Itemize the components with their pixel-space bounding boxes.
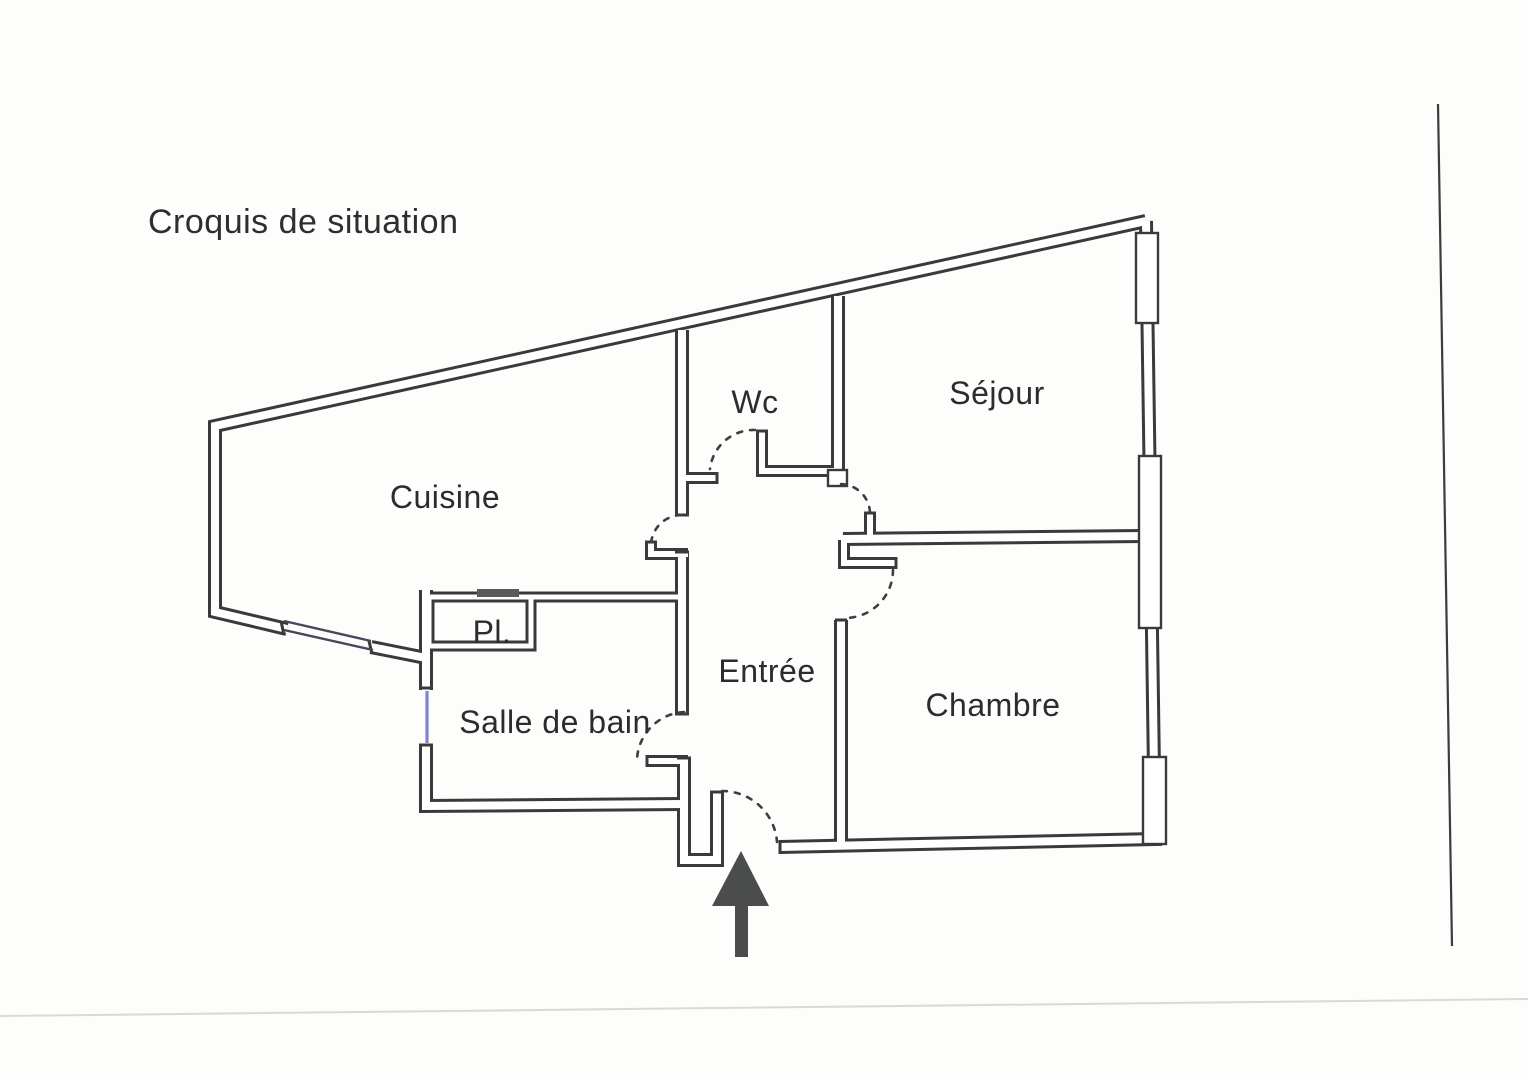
room-label-salle-de-bain: Salle de bain (459, 704, 651, 740)
facade-windows (1134, 231, 1168, 846)
placard-door-mark (477, 589, 519, 597)
cuisine-window (283, 619, 374, 652)
room-label-cuisine: Cuisine (390, 479, 500, 515)
sejour-door-arc (839, 482, 872, 515)
chambre-window (1141, 755, 1168, 846)
sejour-chambre-window (1137, 454, 1163, 630)
door-swing-arcs (635, 428, 895, 844)
wall-foot-block (826, 468, 849, 488)
cuisine-door-arc (649, 513, 683, 546)
paper-edge-shadow-line (0, 998, 1528, 1017)
wall-end-caps (279, 429, 898, 854)
room-label-wc: Wc (731, 384, 778, 420)
wc-door-arc (708, 428, 757, 471)
room-label-chambre: Chambre (925, 687, 1060, 723)
page-title: Croquis de situation (148, 203, 459, 241)
room-labels: Cuisine Wc Séjour Pl. Salle de bain Entr… (390, 375, 1060, 740)
room-label-entree: Entrée (718, 653, 815, 689)
page-fold-line (1436, 103, 1454, 947)
chambre-door-arc (843, 568, 895, 620)
sejour-window (1134, 231, 1160, 325)
room-label-sejour: Séjour (949, 375, 1045, 411)
entry-door-arc (720, 789, 779, 844)
entrance-arrow-icon (712, 851, 769, 957)
salle-de-bain-door-arc (635, 710, 686, 761)
room-label-placard: Pl. (473, 614, 512, 650)
